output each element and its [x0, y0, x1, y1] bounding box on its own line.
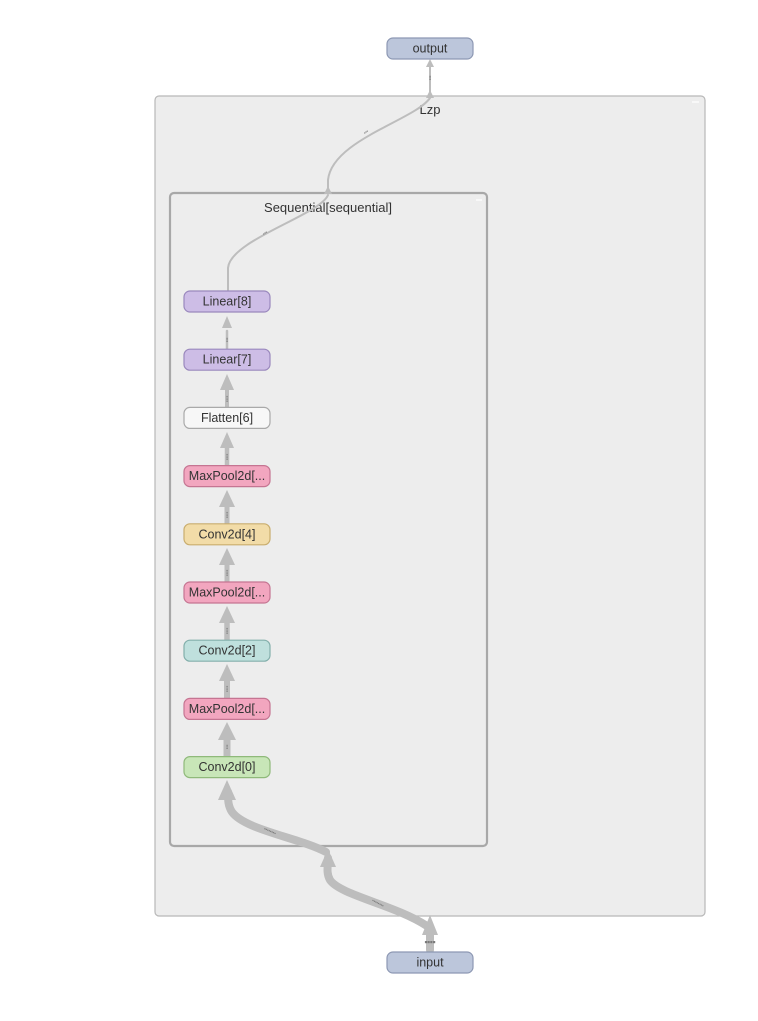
layer-nodes: Linear[8] Linear[7] Flatten[6] MaxPool2d[..… [183, 290, 271, 779]
node-conv0[interactable]: Conv2d[0] [183, 755, 271, 779]
node-maxpool3[interactable]: MaxPool2d[... [183, 581, 271, 604]
arrowhead [422, 915, 438, 935]
group-sequential-label: Sequential[sequential] [264, 200, 392, 215]
node-maxpool1[interactable]: MaxPool2d[... [183, 697, 271, 721]
arrowhead [320, 849, 336, 867]
node-flatten6-box [183, 406, 271, 429]
edge-shape-label: ▪▪▪▪▪▪▪▪ [263, 826, 277, 836]
edge-shape-label: ▪▪▪▪ [225, 569, 230, 576]
arrowhead [220, 432, 234, 448]
arrowhead [324, 186, 332, 194]
node-input[interactable]: input [386, 951, 474, 974]
node-maxpool3-label: MaxPool2d[... [189, 586, 265, 600]
node-maxpool5[interactable]: MaxPool2d[... [183, 465, 271, 488]
node-input-box [386, 951, 474, 974]
node-output[interactable]: output [386, 37, 474, 60]
arrowhead [218, 722, 236, 740]
node-flatten6[interactable]: Flatten[6] [183, 406, 271, 429]
arrowhead [220, 374, 234, 390]
edge-shape-label: ▪▪▪ [225, 744, 230, 749]
edge-boundary-to-outer [327, 97, 431, 193]
edge-shape-label: ▪▪▪▪▪▪▪▪ [371, 898, 385, 909]
node-maxpool5-label: MaxPool2d[... [189, 469, 265, 483]
node-maxpool1-box [183, 697, 271, 721]
arrowhead [219, 548, 235, 565]
edges-layer: ■■■■ ▪▪▪▪▪▪▪▪ ▪▪▪▪▪▪▪▪ ▪▪▪ ▪▪▪▪ [218, 59, 438, 954]
edge-shape-label: ▪▪▪▪ [225, 511, 230, 518]
edge-shape-label: ▪▪▪▪ [225, 685, 230, 692]
edge-shape-label: ▪▪▪ [363, 128, 370, 135]
arrowhead [426, 59, 434, 67]
arrowhead [426, 90, 434, 98]
edge-shape-label: ■■■■ [425, 940, 436, 945]
edge-linear8-to-boundary [227, 194, 329, 292]
node-conv2-box [183, 639, 271, 662]
node-conv4-label: Conv2d[4] [199, 527, 256, 541]
arrowhead [222, 316, 232, 328]
node-linear7-box [183, 348, 271, 371]
node-conv4[interactable]: Conv2d[4] [183, 523, 271, 546]
node-maxpool1-label: MaxPool2d[... [189, 702, 265, 716]
node-maxpool5-box [183, 465, 271, 488]
node-flatten6-label: Flatten[6] [201, 411, 253, 425]
edge-shape-label: ▪▪▪▪ [225, 395, 230, 402]
edge-shape-label: ▪▪▪ [428, 75, 433, 80]
node-conv0-box [183, 755, 271, 779]
node-input-label: input [416, 956, 444, 970]
edge-shape-label: ▪▪▪▪ [225, 627, 230, 634]
group-lzp-label: Lzp [420, 102, 441, 117]
arrowhead [219, 664, 235, 681]
node-conv0-label: Conv2d[0] [199, 760, 256, 774]
arrowhead [219, 490, 235, 507]
node-maxpool3-box [183, 581, 271, 604]
edge-shape-label: ▪▪▪ [262, 229, 269, 236]
arrowhead [218, 780, 236, 800]
node-linear8-box [183, 290, 271, 313]
edge-shape-label: ▪▪▪ [225, 337, 230, 342]
node-conv2-label: Conv2d[2] [199, 644, 256, 658]
node-linear8[interactable]: Linear[8] [183, 290, 271, 313]
edge-shape-label: ▪▪▪▪ [225, 453, 230, 460]
node-conv4-box [183, 523, 271, 546]
arrowhead [219, 606, 235, 623]
node-output-label: output [413, 42, 448, 56]
node-output-box [386, 37, 474, 60]
node-linear7[interactable]: Linear[7] [183, 348, 271, 371]
node-conv2[interactable]: Conv2d[2] [183, 639, 271, 662]
node-linear7-label: Linear[7] [203, 353, 252, 367]
node-linear8-label: Linear[8] [203, 295, 252, 309]
